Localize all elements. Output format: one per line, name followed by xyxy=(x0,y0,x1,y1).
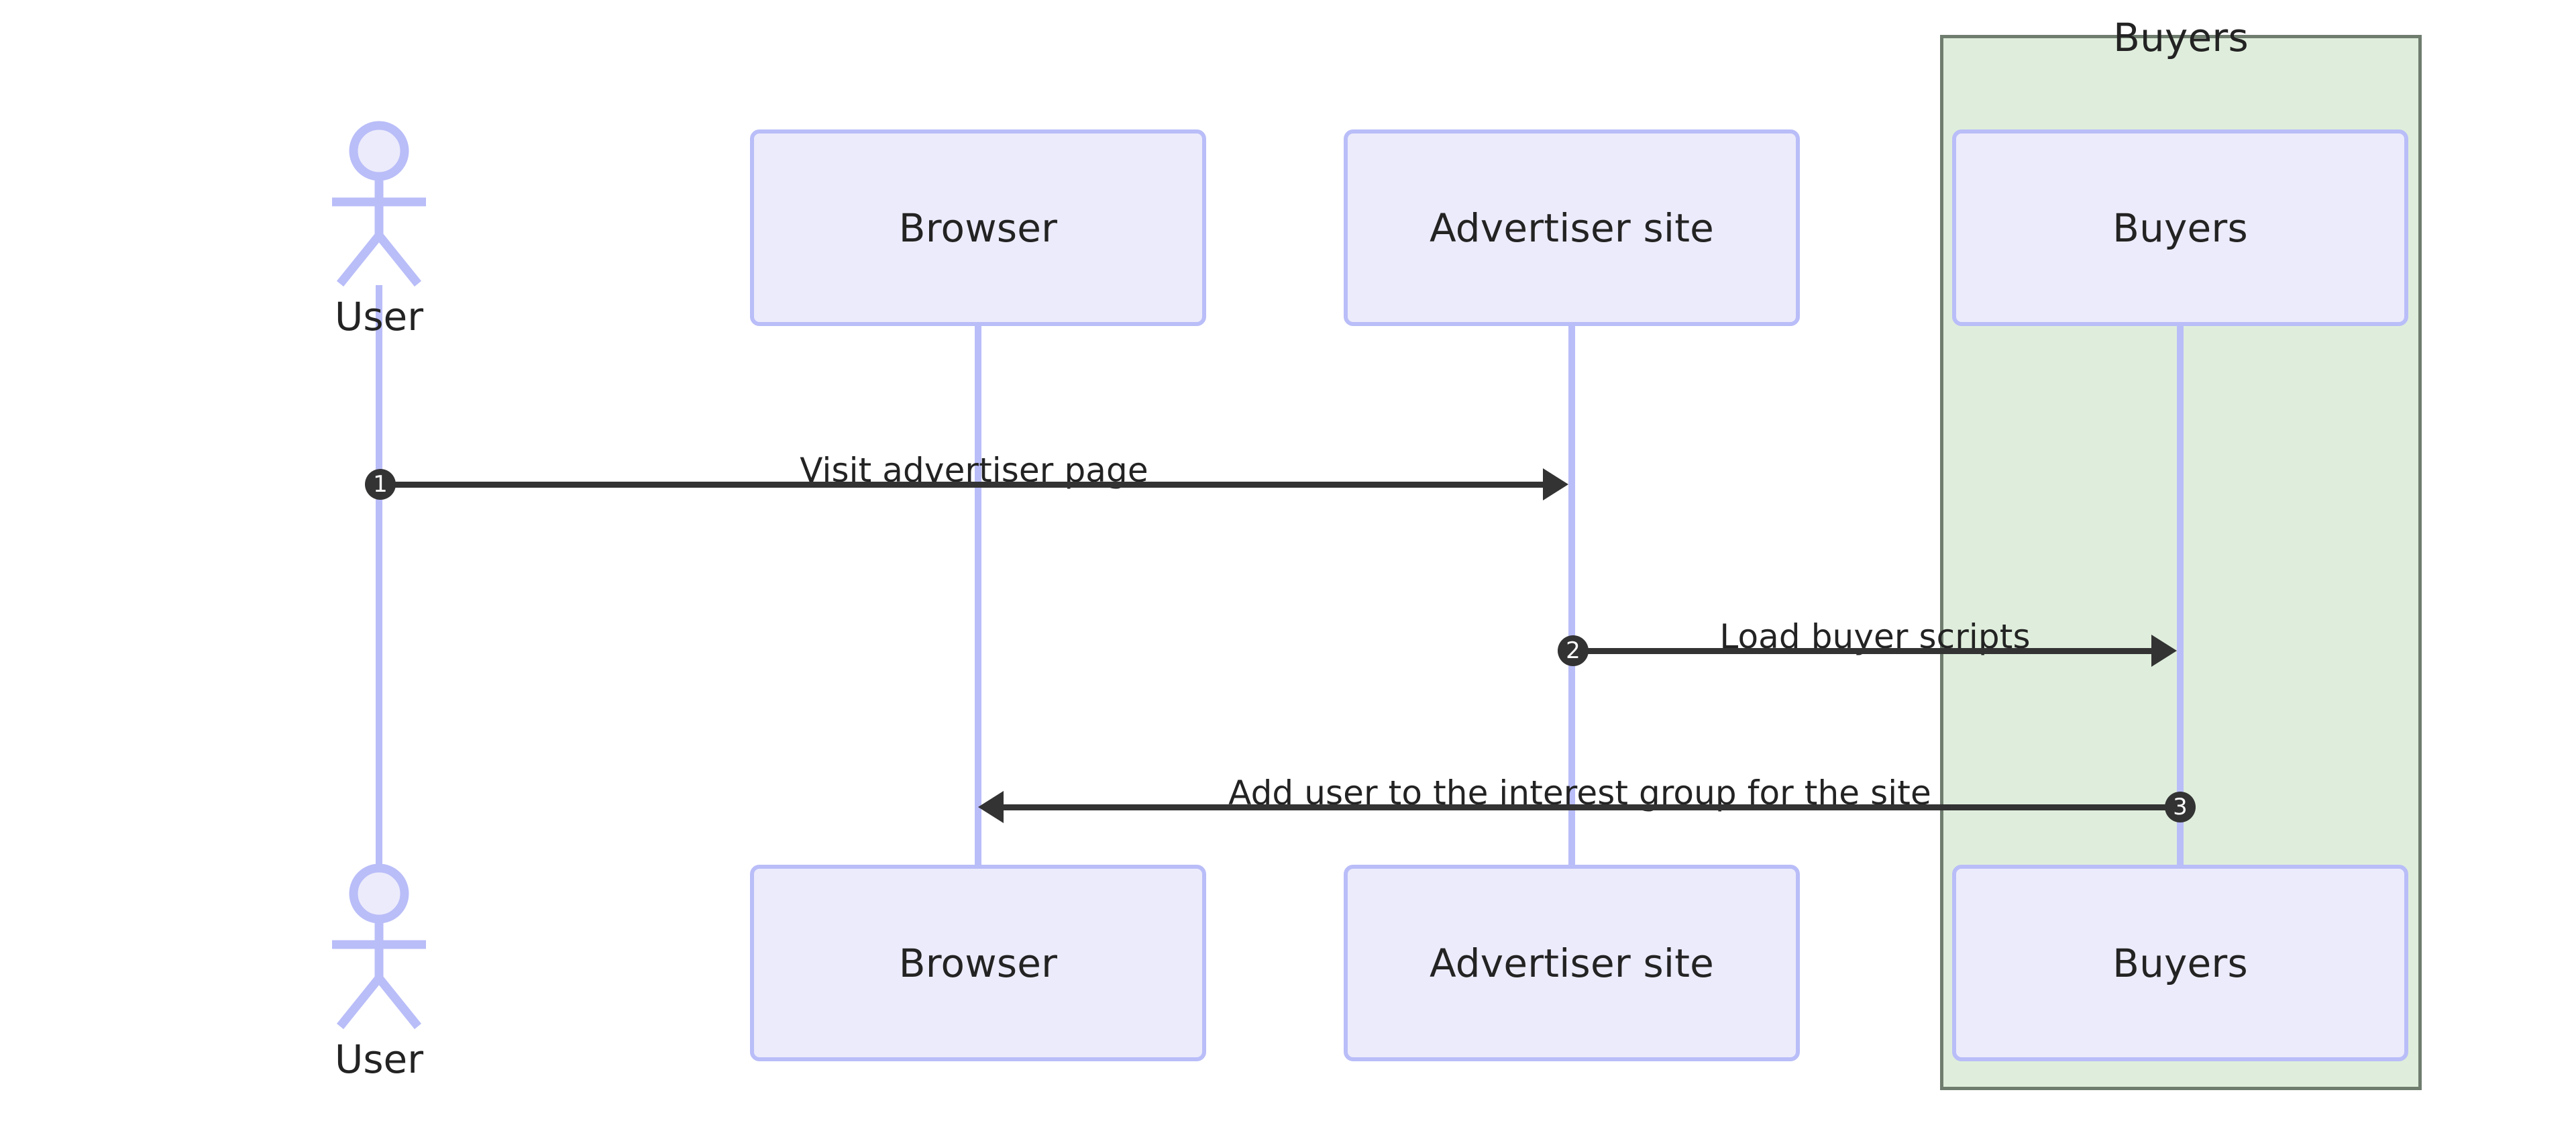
actor-figure-icon xyxy=(332,121,426,287)
participant-box-buyers-top[interactable]: Buyers xyxy=(1952,129,2408,326)
participant-box-advertiser-site-top[interactable]: Advertiser site xyxy=(1344,129,1800,326)
participant-label-buyers-bottom: Buyers xyxy=(2112,940,2248,986)
participant-label-buyers-top: Buyers xyxy=(2112,205,2248,251)
message-line-1 xyxy=(380,482,1543,488)
message-badge-2: 2 xyxy=(1558,635,1589,666)
message-line-3 xyxy=(1004,804,2182,810)
participant-box-browser-top[interactable]: Browser xyxy=(750,129,1206,326)
message-badge-3: 3 xyxy=(2165,792,2196,822)
actor-label-user-top: User xyxy=(334,294,424,339)
actor-figure-icon xyxy=(332,863,426,1030)
message-arrowhead-3 xyxy=(978,791,1004,823)
participant-label-browser-top: Browser xyxy=(898,205,1058,251)
participant-box-browser-bottom[interactable]: Browser xyxy=(750,865,1206,1061)
lifeline-browser xyxy=(975,322,981,867)
message-arrowhead-1 xyxy=(1543,468,1568,500)
actor-label-user-bottom: User xyxy=(334,1036,424,1082)
group-label-buyers: Buyers xyxy=(2113,15,2249,60)
lifeline-advertiser-site xyxy=(1568,322,1575,867)
message-badge-1: 1 xyxy=(365,469,396,500)
actor-user-bottom xyxy=(305,847,453,1034)
participant-label-advertiser-site-bottom: Advertiser site xyxy=(1429,940,1715,986)
participant-box-buyers-bottom[interactable]: Buyers xyxy=(1952,865,2408,1061)
participant-label-advertiser-site-top: Advertiser site xyxy=(1429,205,1715,251)
actor-user-top xyxy=(305,104,453,292)
lifeline-buyers xyxy=(2177,322,2184,867)
participant-label-browser-bottom: Browser xyxy=(898,940,1058,986)
lifeline-user xyxy=(376,285,382,896)
participant-box-advertiser-site-bottom[interactable]: Advertiser site xyxy=(1344,865,1800,1061)
message-line-2 xyxy=(1575,648,2151,654)
message-arrowhead-2 xyxy=(2151,635,2177,667)
